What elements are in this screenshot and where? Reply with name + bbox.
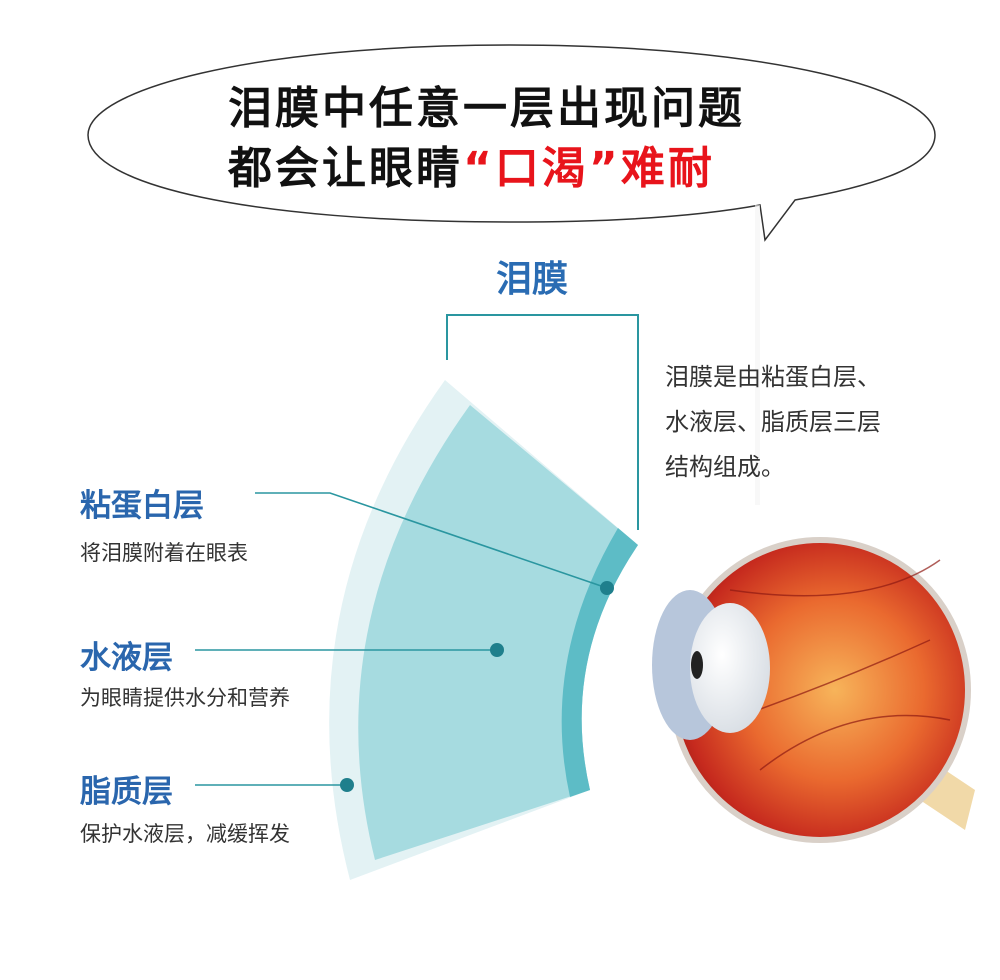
description-line-2: 水液层、脂质层三层 bbox=[665, 408, 881, 436]
lipid-dot bbox=[340, 778, 354, 792]
mucin-dot bbox=[600, 581, 614, 595]
bubble-line-1: 泪膜中任意一层出现问题 bbox=[228, 83, 745, 134]
speech-bubble bbox=[87, 44, 936, 505]
aqueous-layer-label: 水液层 bbox=[80, 640, 173, 676]
aqueous-layer-desc: 为眼睛提供水分和营养 bbox=[80, 686, 290, 710]
aqueous-dot bbox=[490, 643, 504, 657]
bubble-highlight: “口渴” bbox=[463, 143, 621, 194]
lipid-layer-desc: 保护水液层，减缓挥发 bbox=[80, 822, 290, 846]
tear-film-title: 泪膜 bbox=[496, 259, 569, 300]
mucin-layer-band bbox=[561, 528, 638, 797]
eyeball-illustration bbox=[652, 537, 975, 843]
mucin-layer-desc: 将泪膜附着在眼表 bbox=[80, 541, 248, 565]
leader-lines bbox=[195, 492, 608, 786]
bubble-line-2-suffix: 难耐 bbox=[620, 143, 715, 194]
description-line-3: 结构组成。 bbox=[665, 453, 785, 481]
tear-film-bracket bbox=[446, 314, 639, 530]
description-line-1: 泪膜是由粘蛋白层、 bbox=[665, 363, 881, 391]
bubble-line-2: 都会让眼睛“口渴”难耐 bbox=[228, 132, 715, 196]
mucin-layer-label: 粘蛋白层 bbox=[80, 488, 204, 524]
bubble-line-2-prefix: 都会让眼睛 bbox=[228, 143, 463, 194]
lipid-layer-label: 脂质层 bbox=[80, 774, 173, 810]
